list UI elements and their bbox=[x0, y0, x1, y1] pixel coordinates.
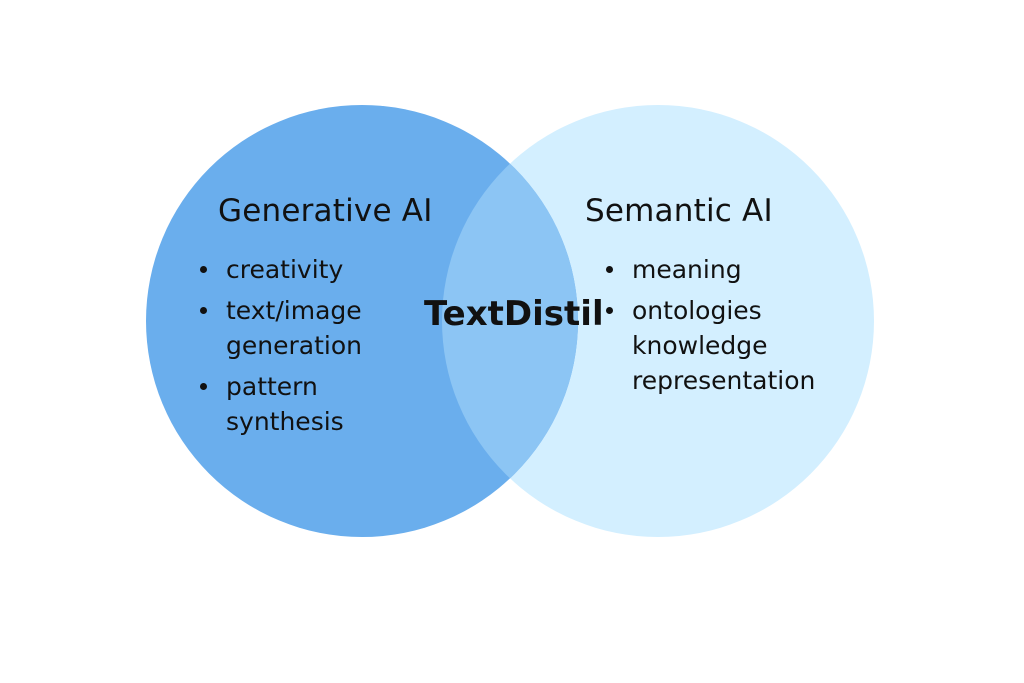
list-item: ontologies bbox=[604, 293, 815, 328]
left-circle-title: Generative AI bbox=[218, 193, 433, 229]
right-circle-list: meaning ontologies knowledge representat… bbox=[604, 252, 815, 404]
list-item: text/image generation bbox=[198, 293, 362, 363]
list-item: meaning bbox=[604, 252, 815, 287]
list-item: pattern synthesis bbox=[198, 369, 362, 439]
list-item: creativity bbox=[198, 252, 362, 287]
right-circle bbox=[442, 105, 874, 537]
center-title: TextDistil bbox=[424, 294, 604, 334]
right-circle-title: Semantic AI bbox=[585, 193, 773, 229]
left-circle bbox=[146, 105, 578, 537]
list-item-continuation: knowledge representation bbox=[632, 331, 816, 395]
left-circle-list: creativity text/image generation pattern… bbox=[198, 252, 362, 445]
